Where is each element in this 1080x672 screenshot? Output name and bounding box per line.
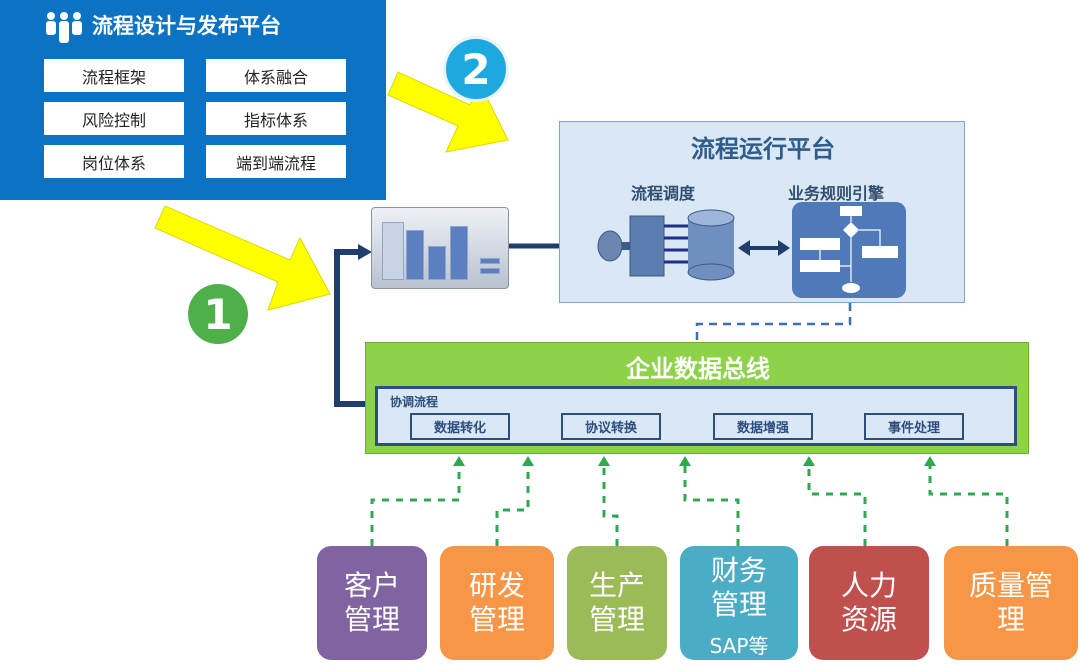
design-item-end-to-end[interactable]: 端到端流程	[206, 145, 346, 178]
enterprise-data-bus-panel: 企业数据总线 协调流程 数据转化 协议转换 数据增强 事件处理	[365, 342, 1029, 454]
design-item-system-integration[interactable]: 体系融合	[206, 59, 346, 92]
bidirectional-arrow	[738, 240, 790, 256]
bus-function-event-handling[interactable]: 事件处理	[864, 413, 964, 440]
system-label-line2: 理	[996, 603, 1025, 636]
rules-engine-graphic	[792, 202, 906, 298]
runtime-platform-panel: 流程运行平台 流程调度 业务规则引擎	[559, 121, 965, 303]
flowchart-icon	[800, 206, 898, 293]
system-label-line1: 研发	[468, 569, 525, 602]
bus-to-chart-connector	[334, 249, 365, 407]
runtime-bus-dashed-link	[695, 303, 852, 344]
finance-sap-note: SAP等	[709, 634, 769, 658]
system-customer-management[interactable]: 客户管理	[317, 546, 427, 660]
design-item-kpi-system[interactable]: 指标体系	[206, 102, 346, 135]
people-icon	[46, 12, 82, 43]
connector-arrowheads	[453, 456, 936, 466]
connector-arrowhead	[358, 244, 372, 260]
design-platform-panel: 流程设计与发布平台 流程框架 体系融合 风险控制 指标体系 岗位体系 端到端流程	[0, 0, 386, 200]
system-rnd-management[interactable]: 研发管理	[440, 546, 554, 660]
bus-function-data-conversion[interactable]: 数据转化	[410, 413, 510, 440]
scheduling-label: 流程调度	[631, 184, 696, 203]
connector-quality	[928, 466, 1009, 546]
system-label-line2: 资源	[840, 603, 897, 636]
system-finance-management[interactable]: 财务管理	[680, 546, 798, 660]
coordination-label: 协调流程	[390, 395, 439, 409]
system-label-line1: 客户	[343, 569, 400, 602]
yellow-arrow-1	[154, 205, 331, 311]
dashboard-thumbnail	[371, 207, 509, 289]
connector-customer	[370, 466, 461, 546]
connector-rnd	[495, 466, 530, 546]
system-hr[interactable]: 人力资源	[809, 546, 929, 660]
system-label-line2: 管理	[588, 603, 645, 636]
badge-2: 2	[443, 36, 509, 102]
design-item-position-system[interactable]: 岗位体系	[44, 145, 184, 178]
bus-function-protocol-conversion[interactable]: 协议转换	[561, 413, 661, 440]
data-bus-title: 企业数据总线	[626, 355, 770, 383]
design-platform-title: 流程设计与发布平台	[92, 14, 281, 38]
coordination-process-panel: 协调流程 数据转化 协议转换 数据增强 事件处理	[375, 386, 1017, 446]
system-label-line2: 管理	[710, 588, 767, 621]
design-item-process-framework[interactable]: 流程框架	[44, 59, 184, 92]
system-label-line1: 财务	[710, 554, 767, 587]
scheduler-graphic	[597, 209, 735, 281]
system-production-management[interactable]: 生产管理	[567, 546, 667, 660]
system-quality-management[interactable]: 质量管理	[944, 546, 1078, 660]
system-label-line1: 生产	[588, 569, 645, 602]
system-label-line1: 质量管	[968, 569, 1053, 602]
system-label-line2: 管理	[468, 603, 525, 636]
system-label-line2: 管理	[343, 603, 400, 636]
system-label-line1: 人力	[840, 569, 897, 602]
badge-1: 1	[188, 284, 248, 344]
connector-finance	[683, 466, 740, 546]
rules-engine-label: 业务规则引擎	[788, 184, 885, 203]
runtime-platform-title: 流程运行平台	[691, 135, 835, 163]
connector-hr	[807, 466, 867, 546]
connector-production	[602, 466, 619, 546]
system-connectors	[370, 466, 1009, 546]
bus-function-data-enhancement[interactable]: 数据增强	[713, 413, 813, 440]
design-item-risk-control[interactable]: 风险控制	[44, 102, 184, 135]
